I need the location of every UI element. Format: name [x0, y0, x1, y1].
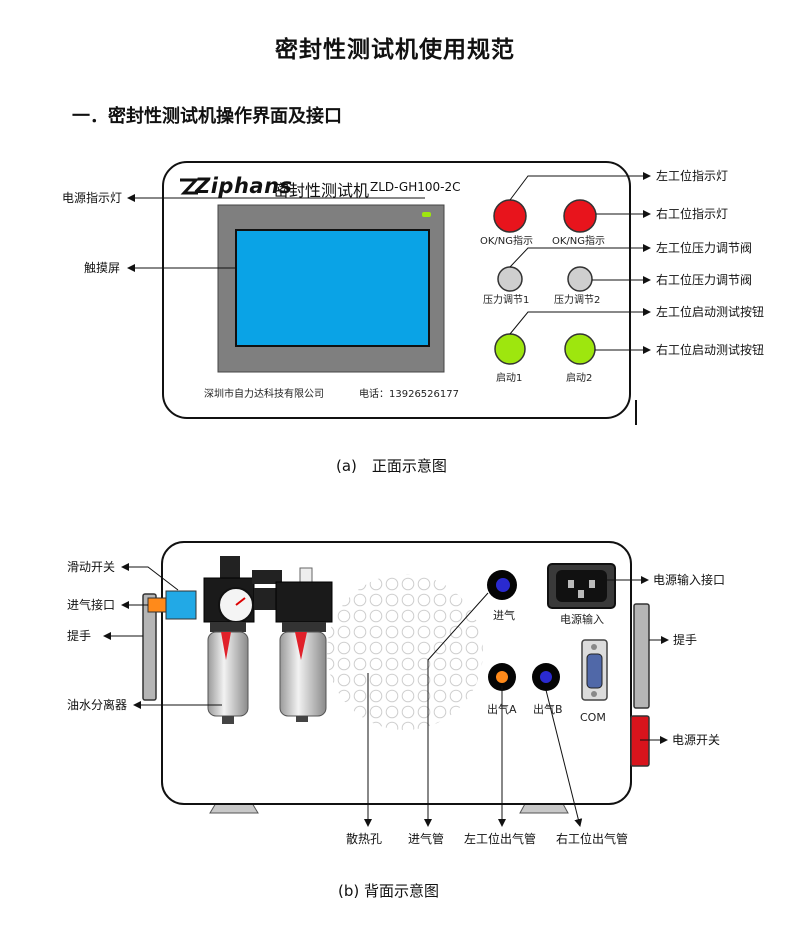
label-power-switch: 电源开关 — [672, 733, 721, 747]
left-handle — [142, 593, 157, 701]
label-left-light: 左工位指示灯 — [656, 169, 729, 183]
section-heading: 一．密封性测试机操作界面及接口 — [72, 106, 342, 127]
callout-slide-switch — [121, 563, 179, 591]
label-left-handle: 提手 — [67, 629, 92, 643]
label-inlet-pipe: 进气管 — [408, 832, 445, 846]
label-slide-switch: 滑动开关 — [67, 560, 116, 574]
right-start-button — [564, 333, 596, 365]
label-right-handle: 提手 — [673, 633, 698, 647]
left-start-button — [494, 333, 526, 365]
company-name: 深圳市自力达科技有限公司 — [204, 389, 324, 400]
ok-ng-label-left: OK/NG指示 — [480, 236, 534, 247]
label-right-out-pipe: 右工位出气管 — [556, 832, 629, 846]
label-oil-water: 油水分离器 — [67, 698, 128, 712]
power-switch — [630, 715, 650, 767]
label-right-light: 右工位指示灯 — [656, 207, 729, 221]
oil-mist-body — [275, 581, 333, 623]
label-left-start: 左工位启动测试按钮 — [656, 305, 765, 319]
brand-logo-icon — [180, 178, 200, 195]
label-power-socket: 电源输入接口 — [653, 573, 726, 587]
out-b-label: 出气B — [533, 703, 563, 716]
product-name: 密封性测试机 — [273, 181, 370, 200]
label-power-light: 电源指示灯 — [62, 191, 123, 205]
left-ok-ng-light — [493, 199, 527, 233]
callout-inlet-pipe — [424, 592, 489, 827]
pressure-label-2: 压力调节2 — [554, 295, 601, 306]
slide-switch — [165, 590, 197, 620]
right-ok-ng-light — [563, 199, 597, 233]
air-inlet-connector — [147, 597, 167, 613]
touch-screen — [235, 229, 430, 347]
power-indicator-light — [422, 212, 431, 217]
start-label-2: 启动2 — [566, 373, 593, 384]
pressure-label-1: 压力调节1 — [483, 295, 530, 306]
air-in-label: 进气 — [493, 609, 515, 622]
page-title: 密封性测试机使用规范 — [275, 37, 515, 63]
com-label: COM — [580, 711, 606, 724]
front-caption: (a) 正面示意图 — [336, 457, 447, 475]
start-label-1: 启动1 — [496, 373, 523, 384]
callout-left-valve — [509, 244, 651, 268]
phone-number: 电话：13926526177 — [359, 389, 459, 400]
back-caption: (b) 背面示意图 — [338, 882, 439, 900]
label-air-inlet: 进气接口 — [67, 598, 116, 612]
ok-ng-label-right: OK/NG指示 — [552, 236, 606, 247]
label-left-out-pipe: 左工位出气管 — [464, 832, 537, 846]
label-left-valve: 左工位压力调节阀 — [656, 241, 753, 255]
out-a-label: 出气A — [487, 703, 517, 716]
brand-name: Ziphans — [195, 174, 293, 198]
label-touch-screen: 触摸屏 — [84, 261, 121, 275]
callout-left-start — [509, 308, 651, 335]
power-in-label: 电源输入 — [560, 613, 604, 626]
label-vent: 散热孔 — [346, 832, 383, 846]
callout-left-light — [509, 172, 651, 201]
left-pressure-valve — [497, 266, 523, 292]
vent-holes — [327, 574, 483, 730]
right-handle — [633, 603, 650, 709]
callout-right-out-pipe — [545, 689, 583, 827]
model-number: ZLD-GH100-2C — [370, 180, 461, 194]
right-pressure-valve — [567, 266, 593, 292]
label-right-valve: 右工位压力调节阀 — [656, 273, 753, 287]
label-right-start: 右工位启动测试按钮 — [656, 343, 765, 357]
